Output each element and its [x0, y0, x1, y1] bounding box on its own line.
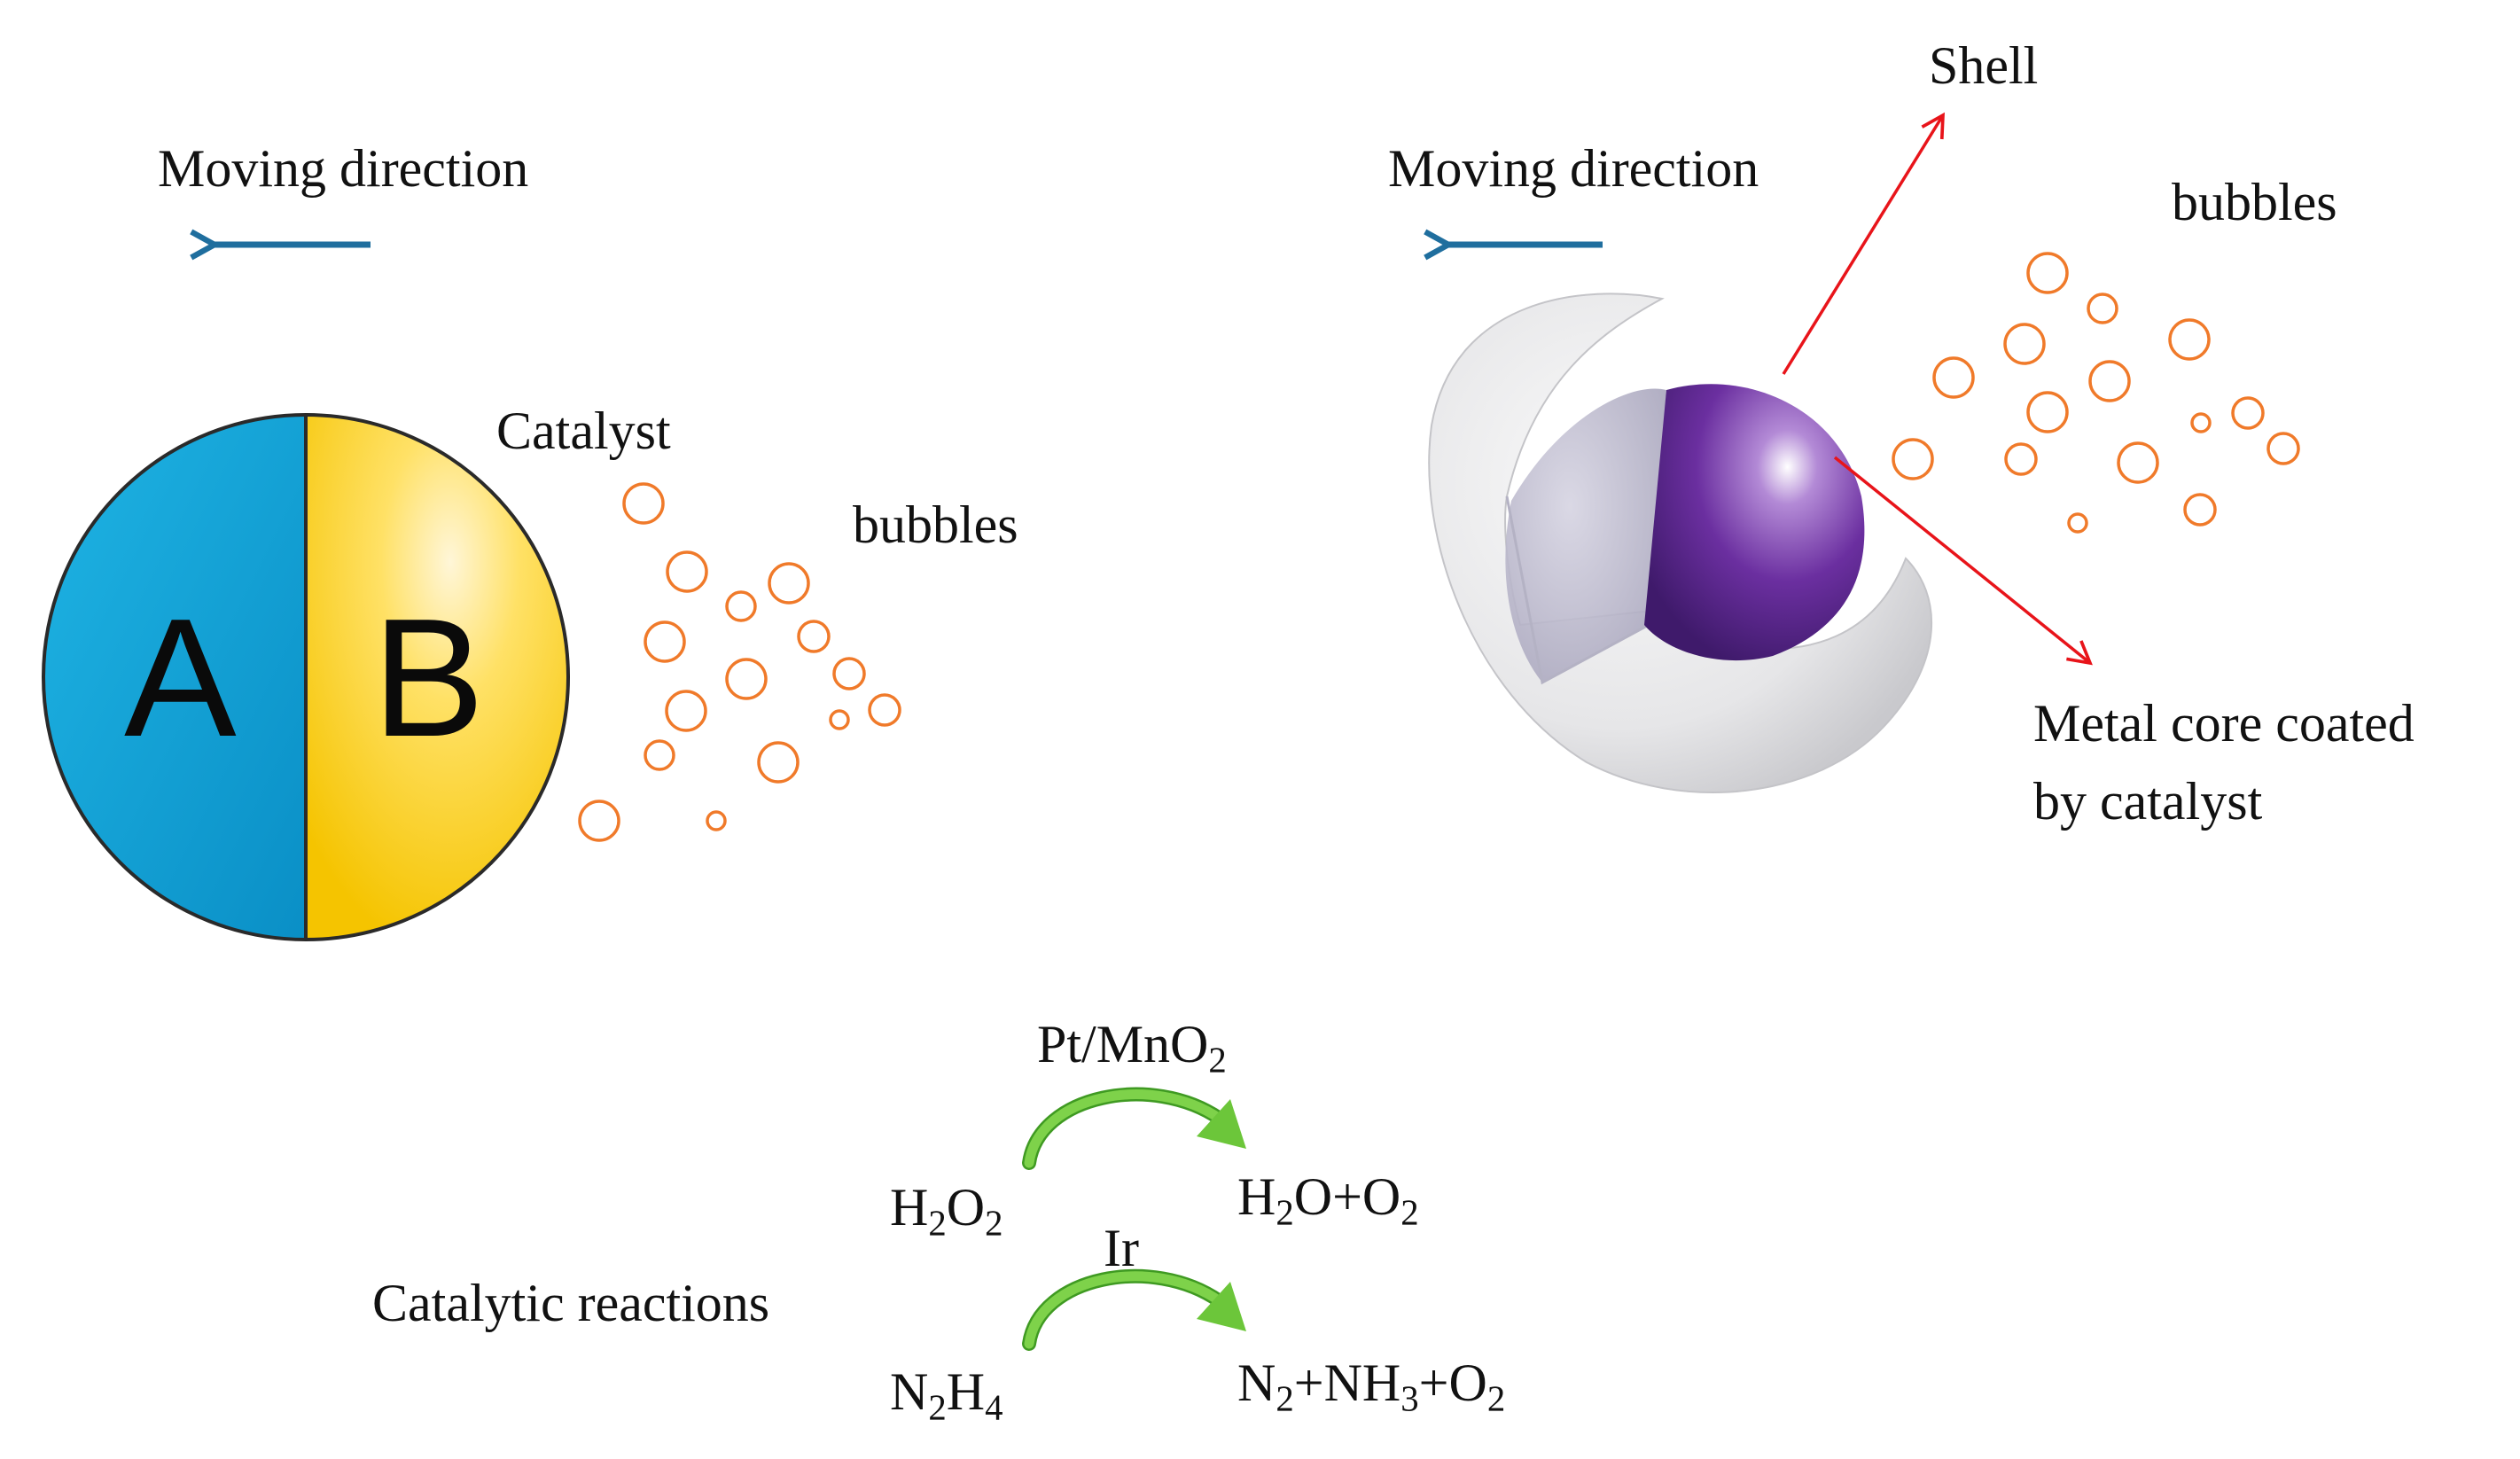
- reaction1-catalyst: Pt/MnO2: [1037, 1015, 1227, 1078]
- core-label-line2: by catalyst: [2033, 772, 2263, 831]
- formula-subscript: 3: [1400, 1378, 1419, 1419]
- formula-subscript: 2: [1276, 1378, 1294, 1419]
- reaction1-catalyst-sub: 2: [1208, 1040, 1227, 1081]
- pointer-arrow-icon: [1833, 456, 2093, 666]
- formula-text: H: [890, 1178, 929, 1237]
- half-a: [43, 415, 306, 940]
- pointer-arrow-icon: [1782, 112, 1945, 375]
- reaction2-catalyst-main: Ir: [1104, 1219, 1139, 1277]
- janus-particle: [42, 413, 570, 941]
- formula-text: +NH: [1293, 1354, 1401, 1412]
- direction-label-right: Moving direction: [1388, 139, 1759, 198]
- reactions-section-label: Catalytic reactions: [372, 1274, 770, 1332]
- shell-label: Shell: [1929, 36, 2039, 95]
- direction-label-left: Moving direction: [158, 139, 529, 198]
- bubbles-label-right: bubbles: [2172, 173, 2337, 231]
- core-shell-particle: [1428, 293, 1933, 794]
- metal-core: [1644, 384, 1865, 661]
- catalyst-label: Catalyst: [496, 402, 671, 460]
- core-label-line1: Metal core coated: [2033, 694, 2415, 753]
- half-b: [306, 415, 568, 940]
- formula-text: N: [890, 1362, 929, 1421]
- formula-subscript: 2: [1400, 1192, 1419, 1233]
- reaction2-product: N2+NH3+O2: [1237, 1354, 1505, 1416]
- reaction2-reactant: N2H4: [890, 1362, 1003, 1425]
- bubbles-left: [578, 482, 901, 842]
- formula-subscript: 2: [928, 1387, 947, 1428]
- formula-text: H: [1237, 1167, 1276, 1226]
- formula-subscript: 2: [1486, 1378, 1506, 1419]
- formula-subscript: 2: [1276, 1192, 1294, 1233]
- formula-subscript: 4: [985, 1387, 1003, 1428]
- formula-subscript: 2: [928, 1203, 947, 1244]
- formula-text: O: [946, 1178, 986, 1237]
- curved-arrow-icon: [1022, 1268, 1246, 1351]
- reaction1-product: H2O+O2: [1237, 1167, 1419, 1230]
- formula-text: O+O: [1293, 1167, 1401, 1226]
- half-a-letter: A: [124, 584, 237, 772]
- formula-subscript: 2: [985, 1203, 1003, 1244]
- formula-text: +O: [1418, 1354, 1487, 1412]
- reaction1-catalyst-main: Pt/MnO: [1037, 1015, 1209, 1073]
- bubbles-right: [1892, 252, 2300, 534]
- reaction1-reactant: H2O2: [890, 1178, 1003, 1241]
- reaction2-catalyst: Ir: [1104, 1221, 1139, 1275]
- inner-cut-face: [1505, 388, 1666, 683]
- curved-arrow-icon: [1022, 1087, 1246, 1170]
- formula-text: N: [1237, 1354, 1276, 1412]
- half-b-letter: B: [372, 584, 485, 772]
- formula-text: H: [946, 1362, 986, 1421]
- shell-cut-edge: [1505, 495, 1650, 685]
- bubbles-label-left: bubbles: [853, 495, 1018, 554]
